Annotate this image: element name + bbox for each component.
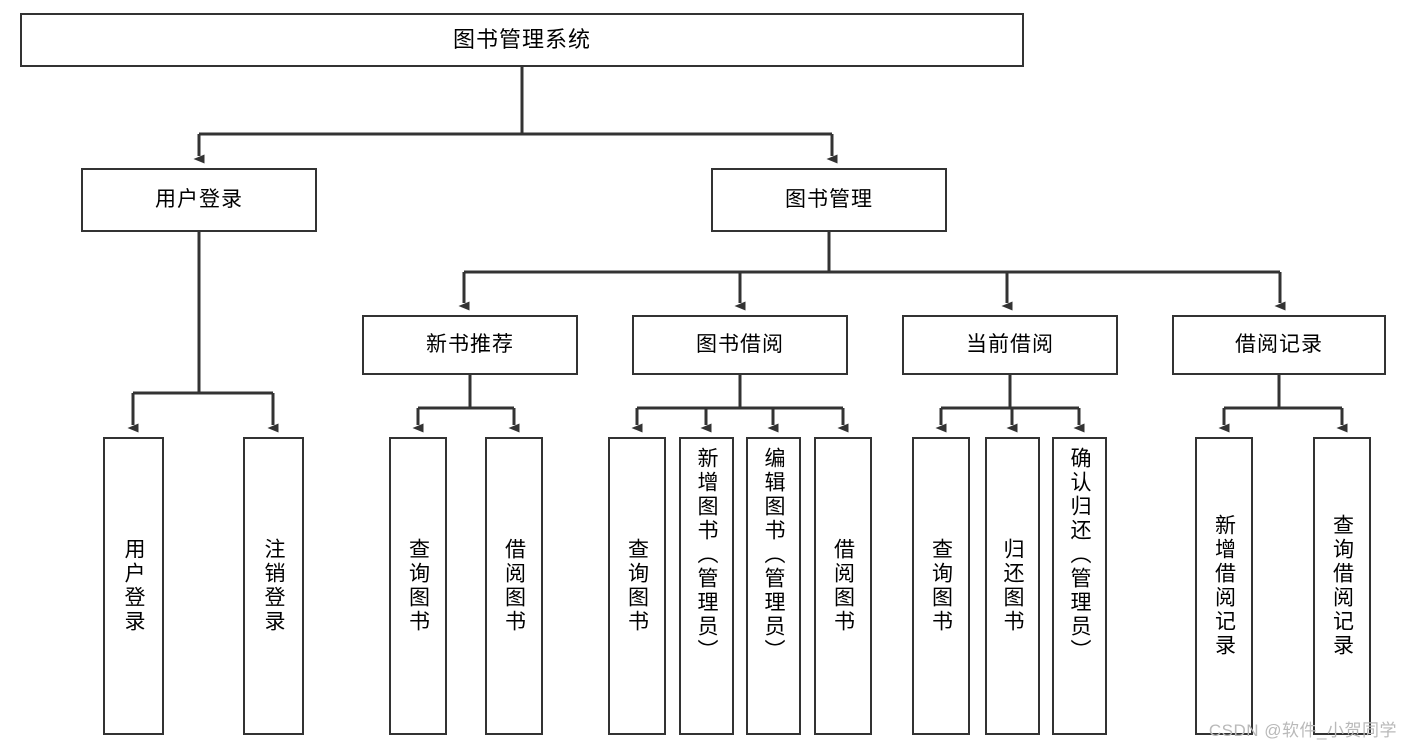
node-leaf-query-book-2[interactable]: 查询图书 bbox=[608, 437, 666, 735]
node-leaf-query-book-3[interactable]: 查询图书 bbox=[912, 437, 970, 735]
node-leaf-return-book-label: 归还图书 bbox=[1001, 538, 1024, 634]
node-leaf-borrow-book-1[interactable]: 借阅图书 bbox=[485, 437, 543, 735]
node-leaf-logout-login-label: 注销登录 bbox=[262, 538, 285, 634]
node-borrow-record[interactable]: 借阅记录 bbox=[1172, 315, 1386, 375]
csdn-watermark: CSDN @软件_小贺同学 bbox=[1208, 721, 1397, 740]
node-leaf-query-book-3-label: 查询图书 bbox=[929, 538, 953, 634]
node-leaf-add-book-admin[interactable]: 新增图书（管理员） bbox=[679, 437, 734, 735]
node-current-borrow[interactable]: 当前借阅 bbox=[902, 315, 1118, 375]
node-leaf-borrow-book-1-label: 借阅图书 bbox=[502, 538, 526, 634]
node-leaf-edit-book-admin[interactable]: 编辑图书（管理员） bbox=[746, 437, 801, 735]
node-system[interactable]: 图书管理系统 bbox=[20, 13, 1024, 67]
node-book-manage-label: 图书管理 bbox=[785, 187, 873, 211]
node-leaf-user-login-label: 用户登录 bbox=[122, 538, 145, 634]
node-leaf-add-borrow-record-label: 新增借阅记录 bbox=[1212, 514, 1236, 658]
node-borrow-record-label: 借阅记录 bbox=[1235, 332, 1323, 356]
node-leaf-logout-login[interactable]: 注销登录 bbox=[243, 437, 304, 735]
node-book-borrow-label: 图书借阅 bbox=[696, 332, 784, 356]
node-leaf-add-book-admin-label: 新增图书（管理员） bbox=[695, 447, 718, 663]
node-leaf-query-book-1-label: 查询图书 bbox=[406, 538, 430, 634]
node-system-label: 图书管理系统 bbox=[452, 27, 591, 53]
node-leaf-query-borrow-record[interactable]: 查询借阅记录 bbox=[1313, 437, 1371, 735]
node-leaf-borrow-book-2-label: 借阅图书 bbox=[831, 538, 855, 634]
node-new-book-recommend-label: 新书推荐 bbox=[426, 332, 514, 356]
node-leaf-edit-book-admin-label: 编辑图书（管理员） bbox=[762, 447, 785, 663]
node-leaf-borrow-book-2[interactable]: 借阅图书 bbox=[814, 437, 872, 735]
node-leaf-query-borrow-record-label: 查询借阅记录 bbox=[1330, 514, 1354, 658]
node-leaf-add-borrow-record[interactable]: 新增借阅记录 bbox=[1195, 437, 1253, 735]
node-user-login-label: 用户登录 bbox=[155, 187, 243, 211]
node-leaf-query-book-2-label: 查询图书 bbox=[625, 538, 649, 634]
node-leaf-confirm-return-admin-label: 确认归还（管理员） bbox=[1068, 447, 1091, 663]
node-current-borrow-label: 当前借阅 bbox=[966, 332, 1054, 356]
node-book-borrow[interactable]: 图书借阅 bbox=[632, 315, 848, 375]
node-leaf-confirm-return-admin[interactable]: 确认归还（管理员） bbox=[1052, 437, 1107, 735]
node-new-book-recommend[interactable]: 新书推荐 bbox=[362, 315, 578, 375]
node-leaf-query-book-1[interactable]: 查询图书 bbox=[389, 437, 447, 735]
node-book-manage[interactable]: 图书管理 bbox=[711, 168, 947, 232]
node-user-login[interactable]: 用户登录 bbox=[81, 168, 317, 232]
node-leaf-return-book[interactable]: 归还图书 bbox=[985, 437, 1040, 735]
node-leaf-user-login[interactable]: 用户登录 bbox=[103, 437, 164, 735]
